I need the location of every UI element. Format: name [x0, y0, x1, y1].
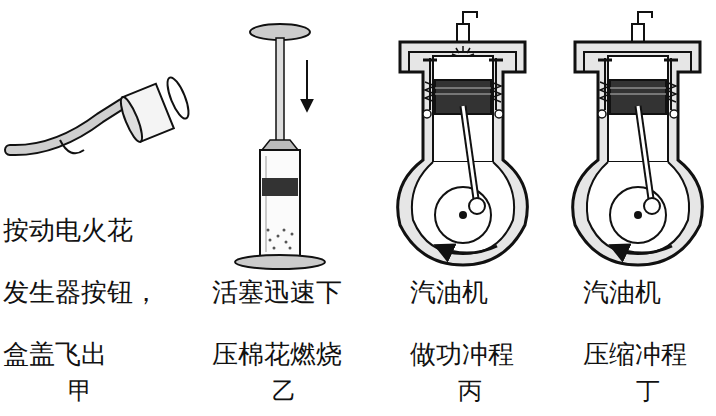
caption-text: 做功冲程: [410, 340, 514, 370]
caption-text: 盒盖飞出: [3, 340, 107, 370]
caption-text: 汽油机: [410, 278, 488, 308]
caption-text: 汽油机: [583, 278, 661, 308]
fire-piston: [235, 24, 325, 269]
engine-power-stroke: [398, 12, 528, 265]
caption-text: 乙: [272, 378, 296, 406]
engine-compression-stroke: [573, 12, 703, 265]
caption-text: 压棉花燃烧: [212, 340, 342, 370]
caption-text: 发生器按钮，: [3, 278, 159, 308]
caption-text: 甲: [68, 378, 92, 406]
caption-text: 压缩冲程: [583, 340, 687, 370]
caption-text: 按动电火花: [3, 216, 133, 246]
caption-text: 丁: [636, 378, 660, 406]
caption-text: 丙: [458, 378, 482, 406]
caption-text: 活塞迅速下: [212, 278, 342, 308]
spark-generator: [10, 75, 193, 153]
